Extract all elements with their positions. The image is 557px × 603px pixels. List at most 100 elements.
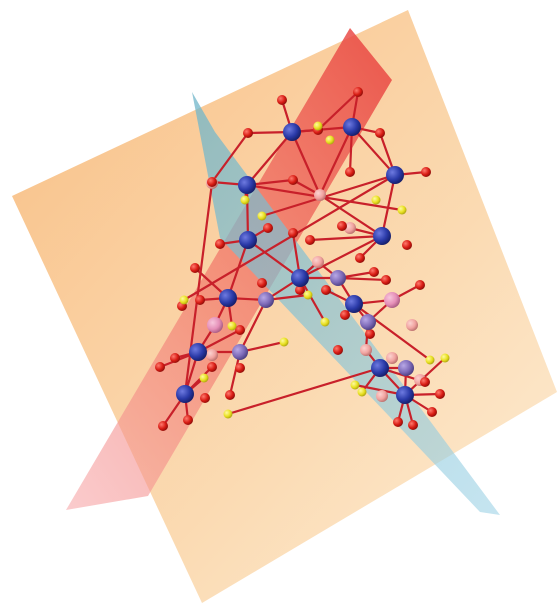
metal-atom-blue (189, 343, 207, 361)
bond (290, 130, 322, 197)
oxygen-atom (263, 223, 273, 233)
bond (245, 183, 250, 242)
oxygen-atom (345, 167, 355, 177)
bond (245, 130, 294, 187)
light-atom (376, 390, 388, 402)
light-atom (344, 222, 356, 234)
metal-atom-pink (384, 292, 400, 308)
sulfur-atom (440, 353, 450, 363)
oxygen-atom (305, 235, 315, 245)
light-atom (312, 256, 324, 268)
metal-atom-blue (343, 118, 361, 136)
atom-group (155, 87, 450, 431)
oxygen-atom (207, 177, 217, 187)
red-plane (66, 28, 392, 510)
metal-atom-blue (238, 176, 256, 194)
sulfur-atom (227, 321, 237, 331)
oxygen-atom (225, 390, 235, 400)
oxygen-atom (200, 393, 210, 403)
oxygen-atom (295, 285, 305, 295)
oxygen-atom (235, 325, 245, 335)
oxygen-atom (415, 280, 425, 290)
metal-atom-blue (219, 289, 237, 307)
metal-atom-purple (330, 270, 346, 286)
metal-atom-blue (291, 269, 309, 287)
oxygen-atom (420, 377, 430, 387)
oxygen-atom (195, 295, 205, 305)
oxygen-atom (408, 420, 418, 430)
bond (403, 356, 447, 397)
bond (298, 234, 384, 280)
oxygen-atom (158, 421, 168, 431)
sulfur-atom (240, 195, 250, 205)
bond (183, 181, 214, 396)
sulfur-atom (179, 295, 189, 305)
oxygen-atom (155, 362, 165, 372)
metal-atom-blue (371, 359, 389, 377)
metal-atom-blue (239, 231, 257, 249)
oxygen-atom (183, 415, 193, 425)
bond (318, 193, 384, 238)
oxygen-atom (170, 353, 180, 363)
oxygen-atom (207, 362, 217, 372)
metal-atom-blue (345, 295, 363, 313)
bond (260, 173, 397, 218)
oxygen-atom (355, 253, 365, 263)
metal-atom-purple (398, 360, 414, 376)
bond (182, 173, 397, 302)
metal-atom-pink (207, 317, 223, 333)
light-atom (386, 352, 398, 364)
sulfur-atom (223, 409, 233, 419)
sulfur-atom (425, 355, 435, 365)
oxygen-atom (340, 310, 350, 320)
bond (246, 238, 302, 280)
sulfur-atom (199, 373, 209, 383)
oxygen-atom (427, 407, 437, 417)
sulfur-atom (357, 387, 367, 397)
bond (350, 125, 397, 177)
oxygen-atom (333, 345, 343, 355)
sulfur-atom (257, 211, 267, 221)
sulfur-atom (313, 121, 323, 131)
oxygen-atom (393, 417, 403, 427)
oxygen-atom (337, 221, 347, 231)
sulfur-atom (350, 380, 360, 390)
oxygen-atom (435, 389, 445, 399)
bond (210, 131, 250, 184)
oxygen-atom (365, 329, 375, 339)
sulfur-atom (279, 337, 289, 347)
light-atom (206, 349, 218, 361)
bond (318, 125, 354, 197)
metal-atom-blue (283, 123, 301, 141)
oxygen-atom (421, 167, 431, 177)
oxygen-atom (375, 128, 385, 138)
sulfur-atom (303, 290, 313, 300)
light-atom (406, 319, 418, 331)
metal-atom-blue (386, 166, 404, 184)
oxygen-atom (381, 275, 391, 285)
oxygen-atom (288, 175, 298, 185)
bond (226, 366, 382, 416)
metal-atom-blue (396, 386, 414, 404)
bond (380, 173, 397, 238)
oxygen-atom (353, 87, 363, 97)
oxygen-atom (288, 228, 298, 238)
metal-atom-purple (360, 314, 376, 330)
oxygen-atom (369, 267, 379, 277)
sulfur-atom (320, 317, 330, 327)
metal-atom-purple (232, 344, 248, 360)
oxygen-atom (235, 363, 245, 373)
oxygen-atom (257, 278, 267, 288)
metal-atom-blue (176, 385, 194, 403)
bond (336, 276, 388, 282)
oxygen-atom (243, 128, 253, 138)
light-atom (360, 344, 372, 356)
sulfur-atom (397, 205, 407, 215)
bond (316, 90, 360, 132)
sulfur-atom (371, 195, 381, 205)
metal-atom-purple (258, 292, 274, 308)
oxygen-atom (321, 285, 331, 295)
metal-atom-blue (373, 227, 391, 245)
bond (308, 234, 384, 242)
